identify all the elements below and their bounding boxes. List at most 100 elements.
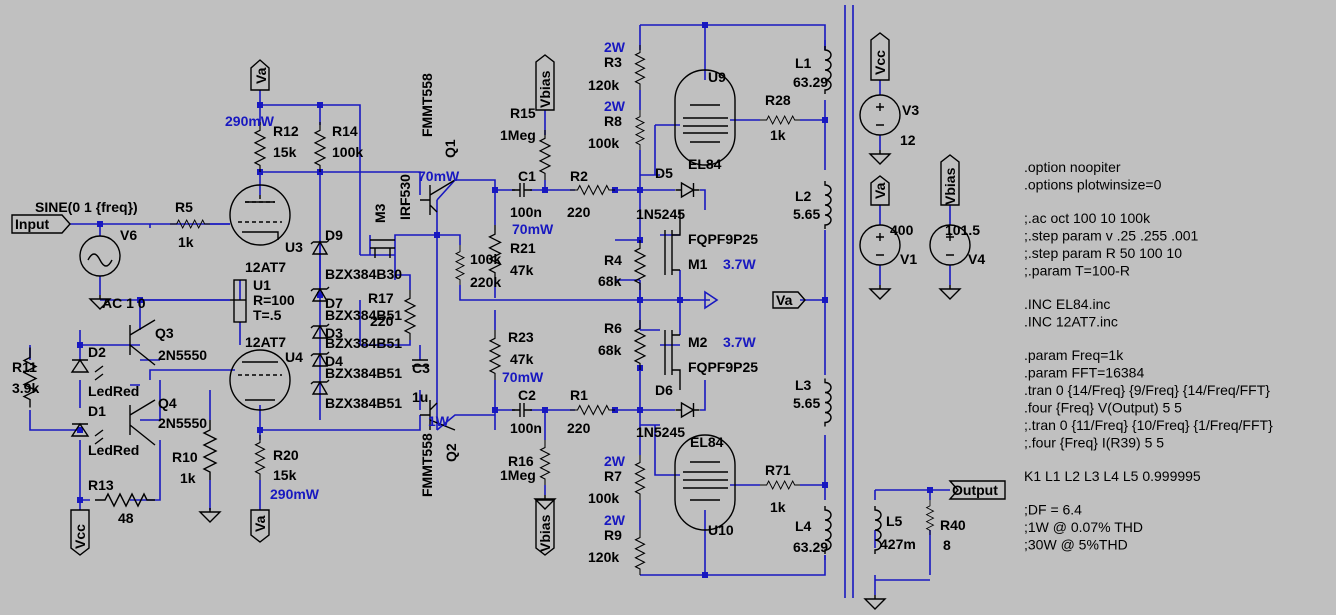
m1-ref: M1 <box>688 256 708 272</box>
c3-ref: C3 <box>412 360 430 376</box>
net-flag-input-label: Input <box>15 216 50 232</box>
v3-value: 12 <box>900 132 916 148</box>
mosfet-m1 <box>664 210 681 275</box>
v6-ref: V6 <box>120 227 137 243</box>
resistor-r17 <box>404 289 416 341</box>
net-flag-vcc-left[interactable]: Vcc <box>70 509 90 556</box>
l4-value: 63.29 <box>793 539 828 555</box>
tube-u4 <box>229 349 291 411</box>
d5-ref: D5 <box>655 165 673 181</box>
r17-ref: R17 <box>368 290 394 306</box>
resistor-r8 <box>635 109 645 151</box>
resistor-r16 <box>539 439 551 486</box>
net-flag-vbias-bottom-label: Vbias <box>537 514 553 552</box>
directive-line: .four {Freq} V(Output) 5 5 <box>1024 400 1182 416</box>
r23-power: 70mW <box>502 369 544 385</box>
u9-value: EL84 <box>688 156 722 172</box>
directive-line: ;30W @ 5%THD <box>1024 537 1128 553</box>
q1-value: FMMT558 <box>419 73 435 137</box>
tube-u3 <box>229 184 291 246</box>
r20-power: 290mW <box>270 486 320 502</box>
l2-ref: L2 <box>795 188 812 204</box>
l3-value: 5.65 <box>793 395 820 411</box>
u1-ref: U1 <box>253 277 271 293</box>
r23-ref: R23 <box>508 329 534 345</box>
net-flag-va-bottom-label: Va <box>252 515 268 532</box>
r12-power: 290mW <box>225 113 275 129</box>
resistor-r2 <box>569 184 616 196</box>
source-v3 <box>859 94 901 136</box>
m2-value: FQPF9P25 <box>688 359 758 375</box>
directive-line: ;.ac oct 100 10 100k <box>1024 210 1151 226</box>
directive-line: .tran 0 {14/Freq} {9/Freq} {14/Freq/FFT} <box>1024 382 1270 398</box>
u1-param-r: R=100 <box>253 292 295 308</box>
directive-line: K1 L1 L2 L3 L4 L5 0.999995 <box>1024 468 1201 484</box>
u9-ref: U9 <box>708 69 726 85</box>
net-flag-input[interactable]: Input <box>11 214 71 234</box>
q2-power: 1W <box>428 413 450 429</box>
r15-value: 1Meg <box>500 127 536 143</box>
q2-ref: Q2 <box>443 443 459 462</box>
net-flag-vbias-bottom[interactable]: Vbias <box>535 499 555 556</box>
r7-power: 2W <box>604 453 626 469</box>
r16-ref: R16 <box>508 453 534 469</box>
sine-label: SINE(0 1 {freq}) <box>35 199 138 215</box>
q3-value: 2N5550 <box>158 347 207 363</box>
r28-ref: R28 <box>765 92 791 108</box>
led-d1 <box>70 422 104 445</box>
m1-value: FQPF9P25 <box>688 231 758 247</box>
net-flag-va-top[interactable]: Va <box>250 59 270 91</box>
c2-ref: C2 <box>518 387 536 403</box>
resistor-r40 <box>925 499 935 536</box>
net-flag-va-right[interactable]: Va <box>870 175 890 206</box>
r10-ref: R10 <box>172 449 198 465</box>
transistor-q4 <box>129 399 156 446</box>
net-flag-vbias-top[interactable]: Vbias <box>535 54 555 111</box>
mosfet-m2 <box>664 330 681 390</box>
net-flag-vbias-right[interactable]: Vbias <box>940 154 960 206</box>
r23-value: 47k <box>510 351 534 367</box>
c1-value: 100n <box>510 204 542 220</box>
resistor-r1 <box>569 404 616 416</box>
r14-ref: R14 <box>332 123 358 139</box>
resistor-r6 <box>634 319 646 371</box>
resistor-r28 <box>759 115 801 125</box>
d2-ref: D2 <box>88 344 106 360</box>
component-labels: SINE(0 1 {freq}) R5 1k V6 AC 1 0 290mW R… <box>12 39 985 565</box>
net-flag-va-mid[interactable]: Va <box>772 291 806 309</box>
r12-value: 15k <box>273 144 297 160</box>
u4-ref: U4 <box>285 349 303 365</box>
net-flag-va-bottom[interactable]: Va <box>250 509 270 543</box>
r9-value: 120k <box>588 549 619 565</box>
q4-value: 2N5550 <box>158 415 207 431</box>
r10-value: 1k <box>180 470 196 486</box>
spice-directives: .option noopiter.options plotwinsize=0;.… <box>1024 159 1273 553</box>
q1-ref: Q1 <box>442 139 458 158</box>
directive-line: .option noopiter <box>1024 159 1121 175</box>
r16-value: 1Meg <box>500 467 536 483</box>
r22-value: 220k <box>470 274 501 290</box>
source-v1 <box>859 224 901 266</box>
d9-value: BZX384B30 <box>325 266 402 282</box>
directive-line: ;DF = 6.4 <box>1024 502 1082 518</box>
net-flag-vbias-top-label: Vbias <box>537 70 553 108</box>
mosfet-m3 <box>370 239 395 258</box>
r71-value: 1k <box>770 499 786 515</box>
q1-power: 70mW <box>418 168 460 184</box>
resistor-r3 <box>634 44 646 91</box>
wires <box>29 5 951 598</box>
r14-value: 100k <box>332 144 363 160</box>
m3-ref: M3 <box>372 203 388 223</box>
d4-ref: D4 <box>325 353 343 369</box>
q2-value: FMMT558 <box>419 433 435 497</box>
net-flag-vcc-right[interactable]: Vcc <box>870 32 890 81</box>
u1-param-t: T=.5 <box>253 307 282 323</box>
r4-ref: R4 <box>604 252 622 268</box>
net-flag-va-mid-label: Va <box>776 292 793 308</box>
r2-value: 220 <box>567 204 591 220</box>
net-flag-output[interactable]: Output <box>948 480 1006 500</box>
l1-value: 63.29 <box>793 74 828 90</box>
resistor-r7 <box>634 454 646 501</box>
u3-ref: U3 <box>285 239 303 255</box>
r8-power: 2W <box>604 98 626 114</box>
